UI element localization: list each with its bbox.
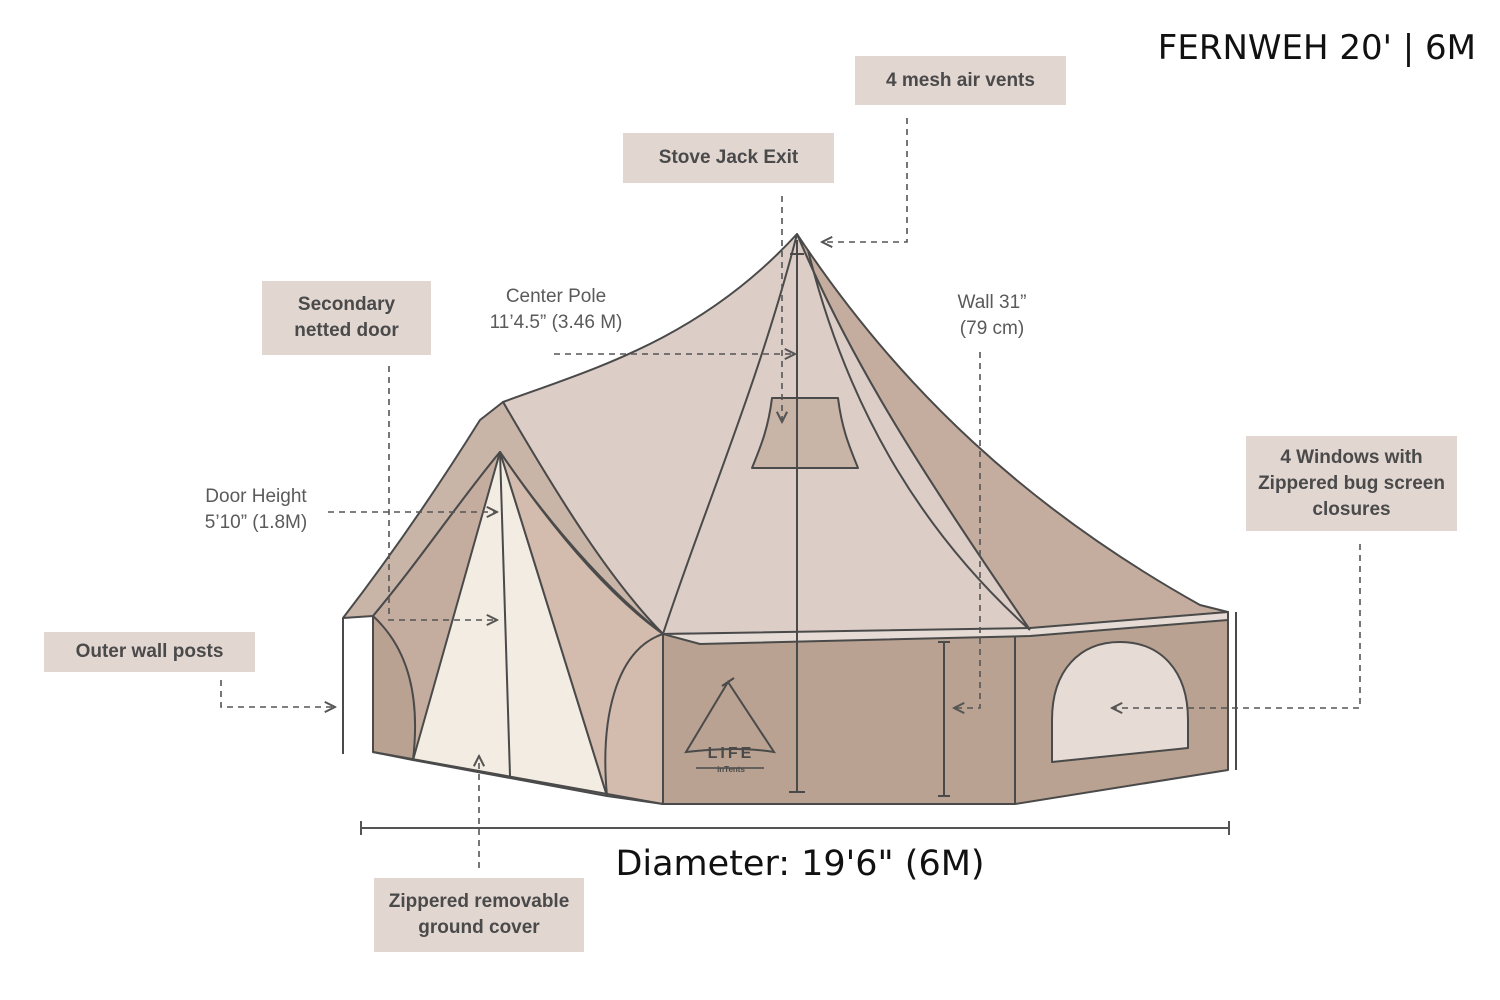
life-intents-logo [684, 677, 777, 769]
callout-ground-cover-text: Zippered removable ground cover [388, 891, 570, 938]
roof-seam [662, 233, 798, 635]
leader-lines [220, 118, 1361, 868]
diameter-label: Diameter: 19'6" (6M) [615, 844, 985, 884]
leader-vents [822, 118, 908, 242]
callout-windows: 4 Windows with Zippered bug screen closu… [1246, 436, 1457, 531]
callout-vents: 4 mesh air vents [855, 56, 1066, 105]
door-flap-right-curve [604, 633, 664, 797]
logo-text-main: LIFE [708, 745, 755, 762]
callout-stove-jack-text: Stove Jack Exit [658, 147, 799, 168]
door-seam [499, 451, 511, 777]
leader-secondary-door [388, 366, 497, 620]
eave-strip [662, 611, 1229, 645]
diameter-line [360, 821, 1230, 835]
wall-height-label: Wall 31” (79 cm) [957, 292, 1027, 339]
callout-windows-text: 4 Windows with Zippered bug screen closu… [1258, 446, 1445, 520]
callout-outer-posts: Outer wall posts [44, 632, 255, 672]
tent-illustration [342, 233, 1237, 805]
ground-line [372, 751, 664, 805]
callout-vents-text: 4 mesh air vents [886, 69, 1035, 91]
leader-wall [954, 352, 981, 708]
callout-outer-posts-text: Outer wall posts [75, 641, 224, 662]
logo-text-sub: inTents [717, 765, 745, 774]
callout-ground-cover: Zippered removable ground cover [374, 878, 584, 952]
leader-outer-posts [220, 680, 335, 707]
door-height-label: Door Height 5’10” (1.8M) [204, 486, 308, 533]
callout-secondary-door-text: Secondary netted door [294, 294, 399, 341]
front-wall-panel [662, 631, 1016, 805]
callout-stove-jack: Stove Jack Exit [623, 133, 834, 183]
center-pole-label: Center Pole 11’4.5” (3.46 M) [489, 286, 623, 333]
page-title: FERNWEH 20' | 6M [1157, 28, 1476, 68]
window [1051, 641, 1189, 763]
logo-teepee [684, 677, 777, 754]
callout-secondary-door: Secondary netted door [262, 281, 431, 355]
roof-seam-right [807, 249, 1031, 631]
